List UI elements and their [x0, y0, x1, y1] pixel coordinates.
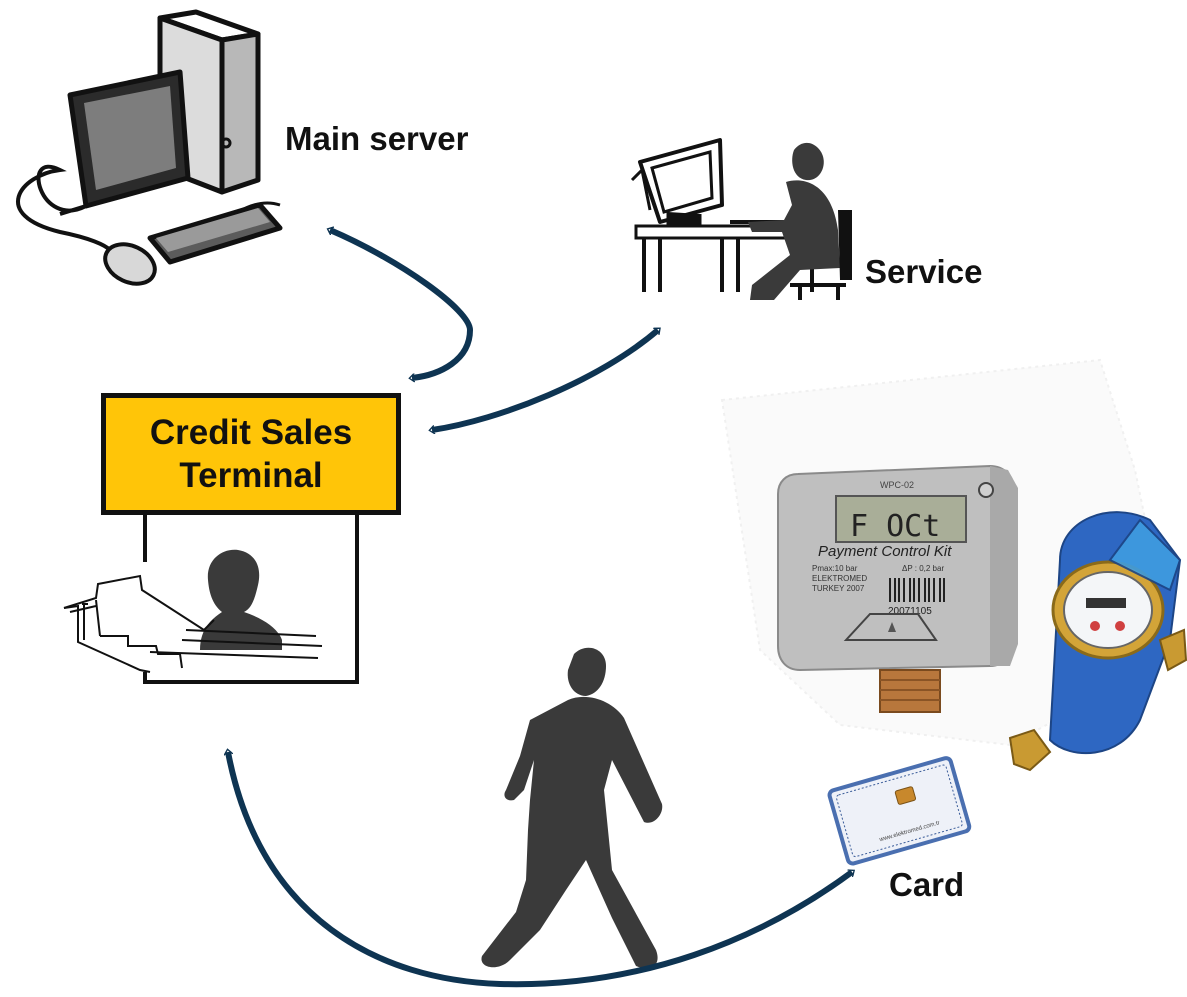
- service-icon: [630, 138, 852, 300]
- walking-person-icon: [481, 647, 663, 969]
- device-maker: ELEKTROMED: [812, 574, 867, 583]
- device-spec-right: ΔP : 0,2 bar: [902, 564, 944, 573]
- device-country-year: TURKEY 2007: [812, 584, 865, 593]
- arrow-terminal-card: [228, 752, 852, 988]
- arrows: [228, 230, 852, 988]
- device-title-text: Payment Control Kit: [818, 543, 952, 560]
- device-spec-left: Pmax:10 bar: [812, 564, 858, 573]
- card-label: Card: [889, 866, 965, 903]
- main-server-label: Main server: [285, 120, 469, 157]
- water-meter-icon: [1008, 511, 1187, 772]
- arrow-server-terminal: [330, 230, 474, 378]
- device-display-text: F OCt: [850, 509, 940, 544]
- device-model-text: WPC-02: [880, 480, 914, 490]
- terminal-label-line2: Terminal: [179, 456, 323, 495]
- terminal-booth: [63, 505, 359, 684]
- main-server-icon: [16, 9, 283, 286]
- device-serial: 20071105: [888, 606, 932, 617]
- arrow-terminal-service: [432, 330, 658, 430]
- barcode: [889, 578, 945, 602]
- terminal-label-line1: Credit Sales: [149, 413, 353, 452]
- service-label: Service: [865, 253, 983, 290]
- card-icon: www.elektromed.com.tr: [827, 756, 972, 866]
- credit-sales-terminal-sign: Credit Sales Terminal: [101, 393, 401, 515]
